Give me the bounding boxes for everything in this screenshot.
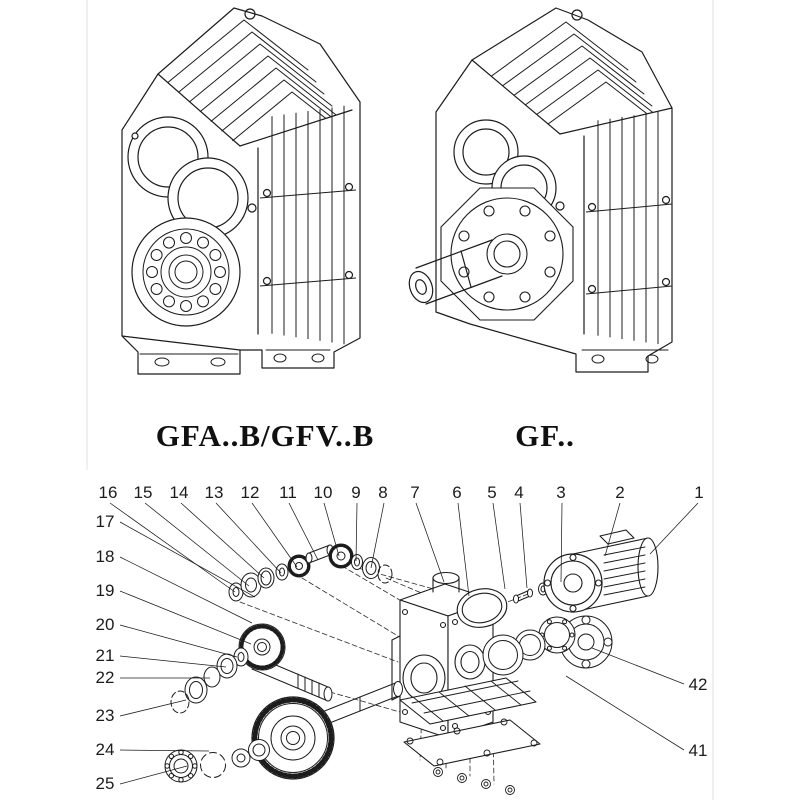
part-callout-42: 42	[689, 675, 708, 694]
model-label-gf: GF..	[515, 418, 575, 453]
part-callout-8: 8	[378, 483, 387, 502]
side-ribs-right	[586, 110, 672, 346]
part-callout-9: 9	[351, 483, 360, 502]
part-callout-20: 20	[96, 615, 115, 634]
part-callout-5: 5	[487, 483, 496, 502]
model-label-gfab-gfv: GFA..B/GFV..B	[156, 418, 375, 453]
part-callout-11: 11	[279, 483, 297, 502]
part-callout-13: 13	[205, 483, 224, 502]
eyebolt-hole-icon	[571, 9, 583, 21]
part-callout-17: 17	[96, 512, 115, 531]
cover-plate-and-gasket	[399, 677, 541, 795]
mounting-feet-left	[139, 349, 331, 367]
part-callout-23: 23	[96, 706, 115, 725]
part-callout-4: 4	[514, 483, 523, 502]
part-callout-25: 25	[96, 774, 115, 793]
output-bearing-left	[131, 217, 241, 327]
input-motor	[543, 529, 659, 613]
eyebolt-hole-icon	[244, 8, 256, 20]
callout-leader-lines	[109, 502, 699, 785]
part-callout-24: 24	[96, 740, 115, 759]
side-ribs-left	[260, 104, 356, 346]
part-callout-12: 12	[241, 483, 260, 502]
part-callout-21: 21	[96, 646, 115, 665]
cooling-fins-right	[485, 21, 669, 134]
output-stage-parts	[164, 681, 403, 783]
part-callout-2: 2	[615, 483, 624, 502]
part-callout-16: 16	[99, 483, 118, 502]
part-callout-6: 6	[452, 483, 461, 502]
part-callout-19: 19	[96, 581, 115, 600]
input-gasket-ring	[456, 588, 508, 628]
seal-rings-and-flange	[482, 577, 613, 676]
mounting-feet-right	[581, 349, 669, 364]
part-callout-22: 22	[96, 668, 115, 687]
output-flange	[440, 187, 574, 321]
exploded-view-drawing	[164, 529, 659, 795]
cooling-fins-left	[165, 19, 352, 146]
page-edge-lines	[86, 0, 714, 800]
part-callout-7: 7	[410, 483, 419, 502]
part-callout-1: 1	[694, 483, 703, 502]
part-callout-10: 10	[314, 483, 333, 502]
part-callout-3: 3	[556, 483, 565, 502]
gfab-gfv-drawing	[121, 7, 361, 375]
part-callouts: 16 15 14 13 12 11 10 9 8 7 6 5 4 3 2 1 1…	[96, 483, 708, 793]
output-shaft	[408, 239, 503, 305]
gf-drawing	[408, 7, 673, 373]
part-callout-15: 15	[134, 483, 153, 502]
part-callout-18: 18	[96, 547, 115, 566]
part-callout-41: 41	[689, 741, 708, 760]
input-stage-parts	[228, 543, 393, 602]
part-callout-14: 14	[170, 483, 189, 502]
